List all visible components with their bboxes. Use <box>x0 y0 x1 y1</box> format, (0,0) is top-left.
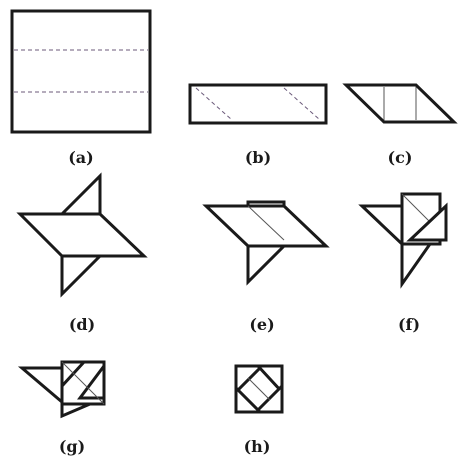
lower-triangle <box>246 244 288 286</box>
step-h-complete-square: (h) <box>234 364 284 456</box>
corner-triangle-bl <box>234 384 264 414</box>
right-triangle <box>406 202 448 242</box>
step-a-square-sheet: (a) <box>10 9 152 167</box>
bottom-triangle <box>60 254 104 298</box>
label-a: (a) <box>68 148 94 167</box>
step-f-partial-star: (f) <box>358 192 448 334</box>
sheet-outline <box>10 9 152 134</box>
label-d: (d) <box>69 315 95 334</box>
label-f: (f) <box>398 315 420 334</box>
label-e: (e) <box>249 315 274 334</box>
step-c-parallelogram: (c) <box>342 83 458 167</box>
strip-outline <box>188 83 328 125</box>
inner-triangle-right <box>77 361 106 400</box>
diagonal-crease <box>247 205 285 241</box>
label-b: (b) <box>245 148 271 167</box>
bottom-flap <box>400 242 433 289</box>
step-g-nearly-complete: (g) <box>17 360 106 456</box>
top-triangle <box>58 172 102 216</box>
outer-flap <box>17 366 64 406</box>
corner-triangle-tr <box>254 364 284 396</box>
step-b-folded-strip: (b) <box>188 83 328 167</box>
center-diagonal <box>247 377 271 401</box>
center-parallelogram <box>16 212 148 258</box>
core-diagonal <box>61 361 105 405</box>
step-d-crossed-units: (d) <box>16 172 148 334</box>
step-e-interlocking: (e) <box>202 200 330 334</box>
fold-line-right-diagonal <box>283 87 321 121</box>
fold-line-left-diagonal <box>195 87 233 121</box>
label-h: (h) <box>244 437 271 456</box>
main-parallelogram <box>202 204 330 248</box>
label-c: (c) <box>388 148 413 167</box>
inner-triangle-bottom <box>60 402 91 419</box>
parallelogram-outline <box>342 83 458 124</box>
label-g: (g) <box>59 437 85 456</box>
left-flap <box>358 204 404 248</box>
